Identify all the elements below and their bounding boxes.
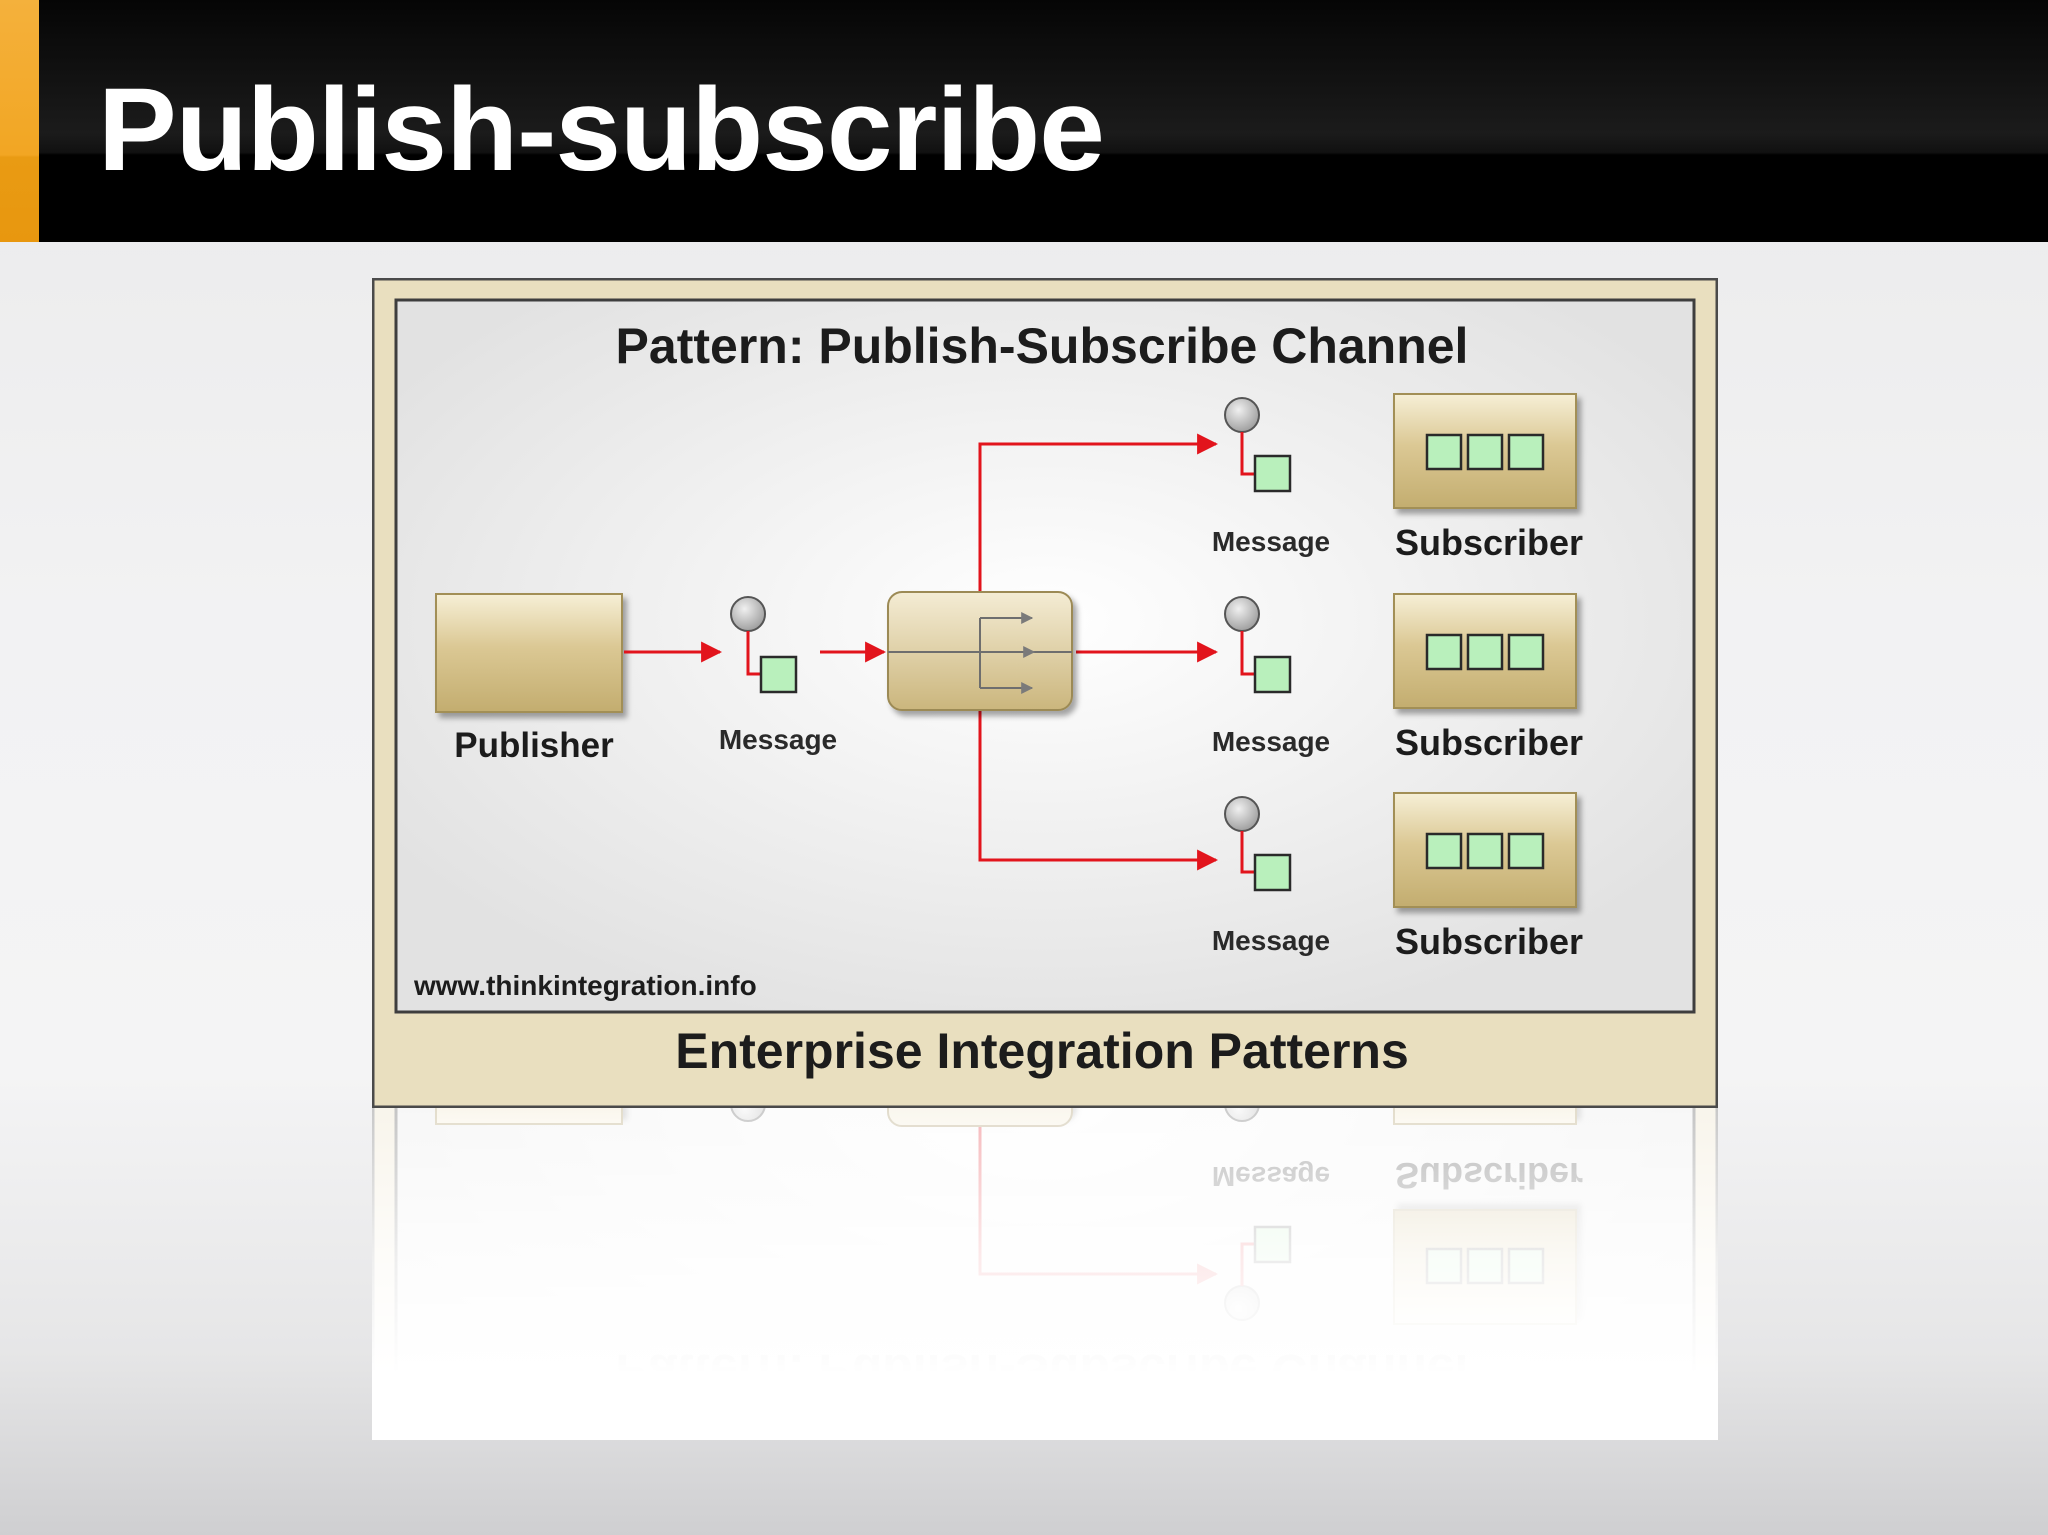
subscriber-label: Subscriber (1395, 722, 1583, 763)
subscriber-queue-icon (1425, 633, 1545, 671)
subscriber-label: Subscriber (1395, 522, 1583, 563)
subscriber-message-icon (1224, 796, 1292, 892)
accent-bar (0, 0, 39, 242)
diagram-footer: Enterprise Integration Patterns (675, 1023, 1409, 1079)
diagram-reflection: Pattern: Publish-Subscribe Channel Publi… (372, 1108, 1718, 1440)
slide-header: Publish-subscribe (0, 0, 2048, 242)
source-url: www.thinkintegration.info (413, 970, 757, 1001)
reflection-fade (372, 1108, 1718, 1440)
publisher-label: Publisher (454, 726, 614, 765)
pubsub-diagram: Pattern: Publish-Subscribe Channel Publi… (372, 278, 1718, 1108)
subscriber-message-label: Message (1212, 526, 1330, 557)
subscriber-message-icon (1224, 397, 1292, 493)
subscriber-queue-icon (1425, 832, 1545, 870)
subscriber-message-icon (1224, 596, 1292, 694)
publisher-box (435, 593, 623, 713)
subscriber-queue-icon (1425, 433, 1545, 471)
slide-title: Publish-subscribe (98, 64, 1105, 196)
diagram-title: Pattern: Publish-Subscribe Channel (616, 318, 1469, 374)
subscriber-message-label: Message (1212, 726, 1330, 757)
diagram-figure: Pattern: Publish-Subscribe Channel Publi… (372, 278, 1718, 1108)
channel-split-icon (888, 612, 1072, 694)
publisher-message-label: Message (719, 724, 837, 755)
subscriber-message-label: Message (1212, 925, 1330, 956)
message-icon (730, 596, 798, 694)
subscriber-label: Subscriber (1395, 921, 1583, 962)
fanout-lines (978, 433, 1219, 871)
